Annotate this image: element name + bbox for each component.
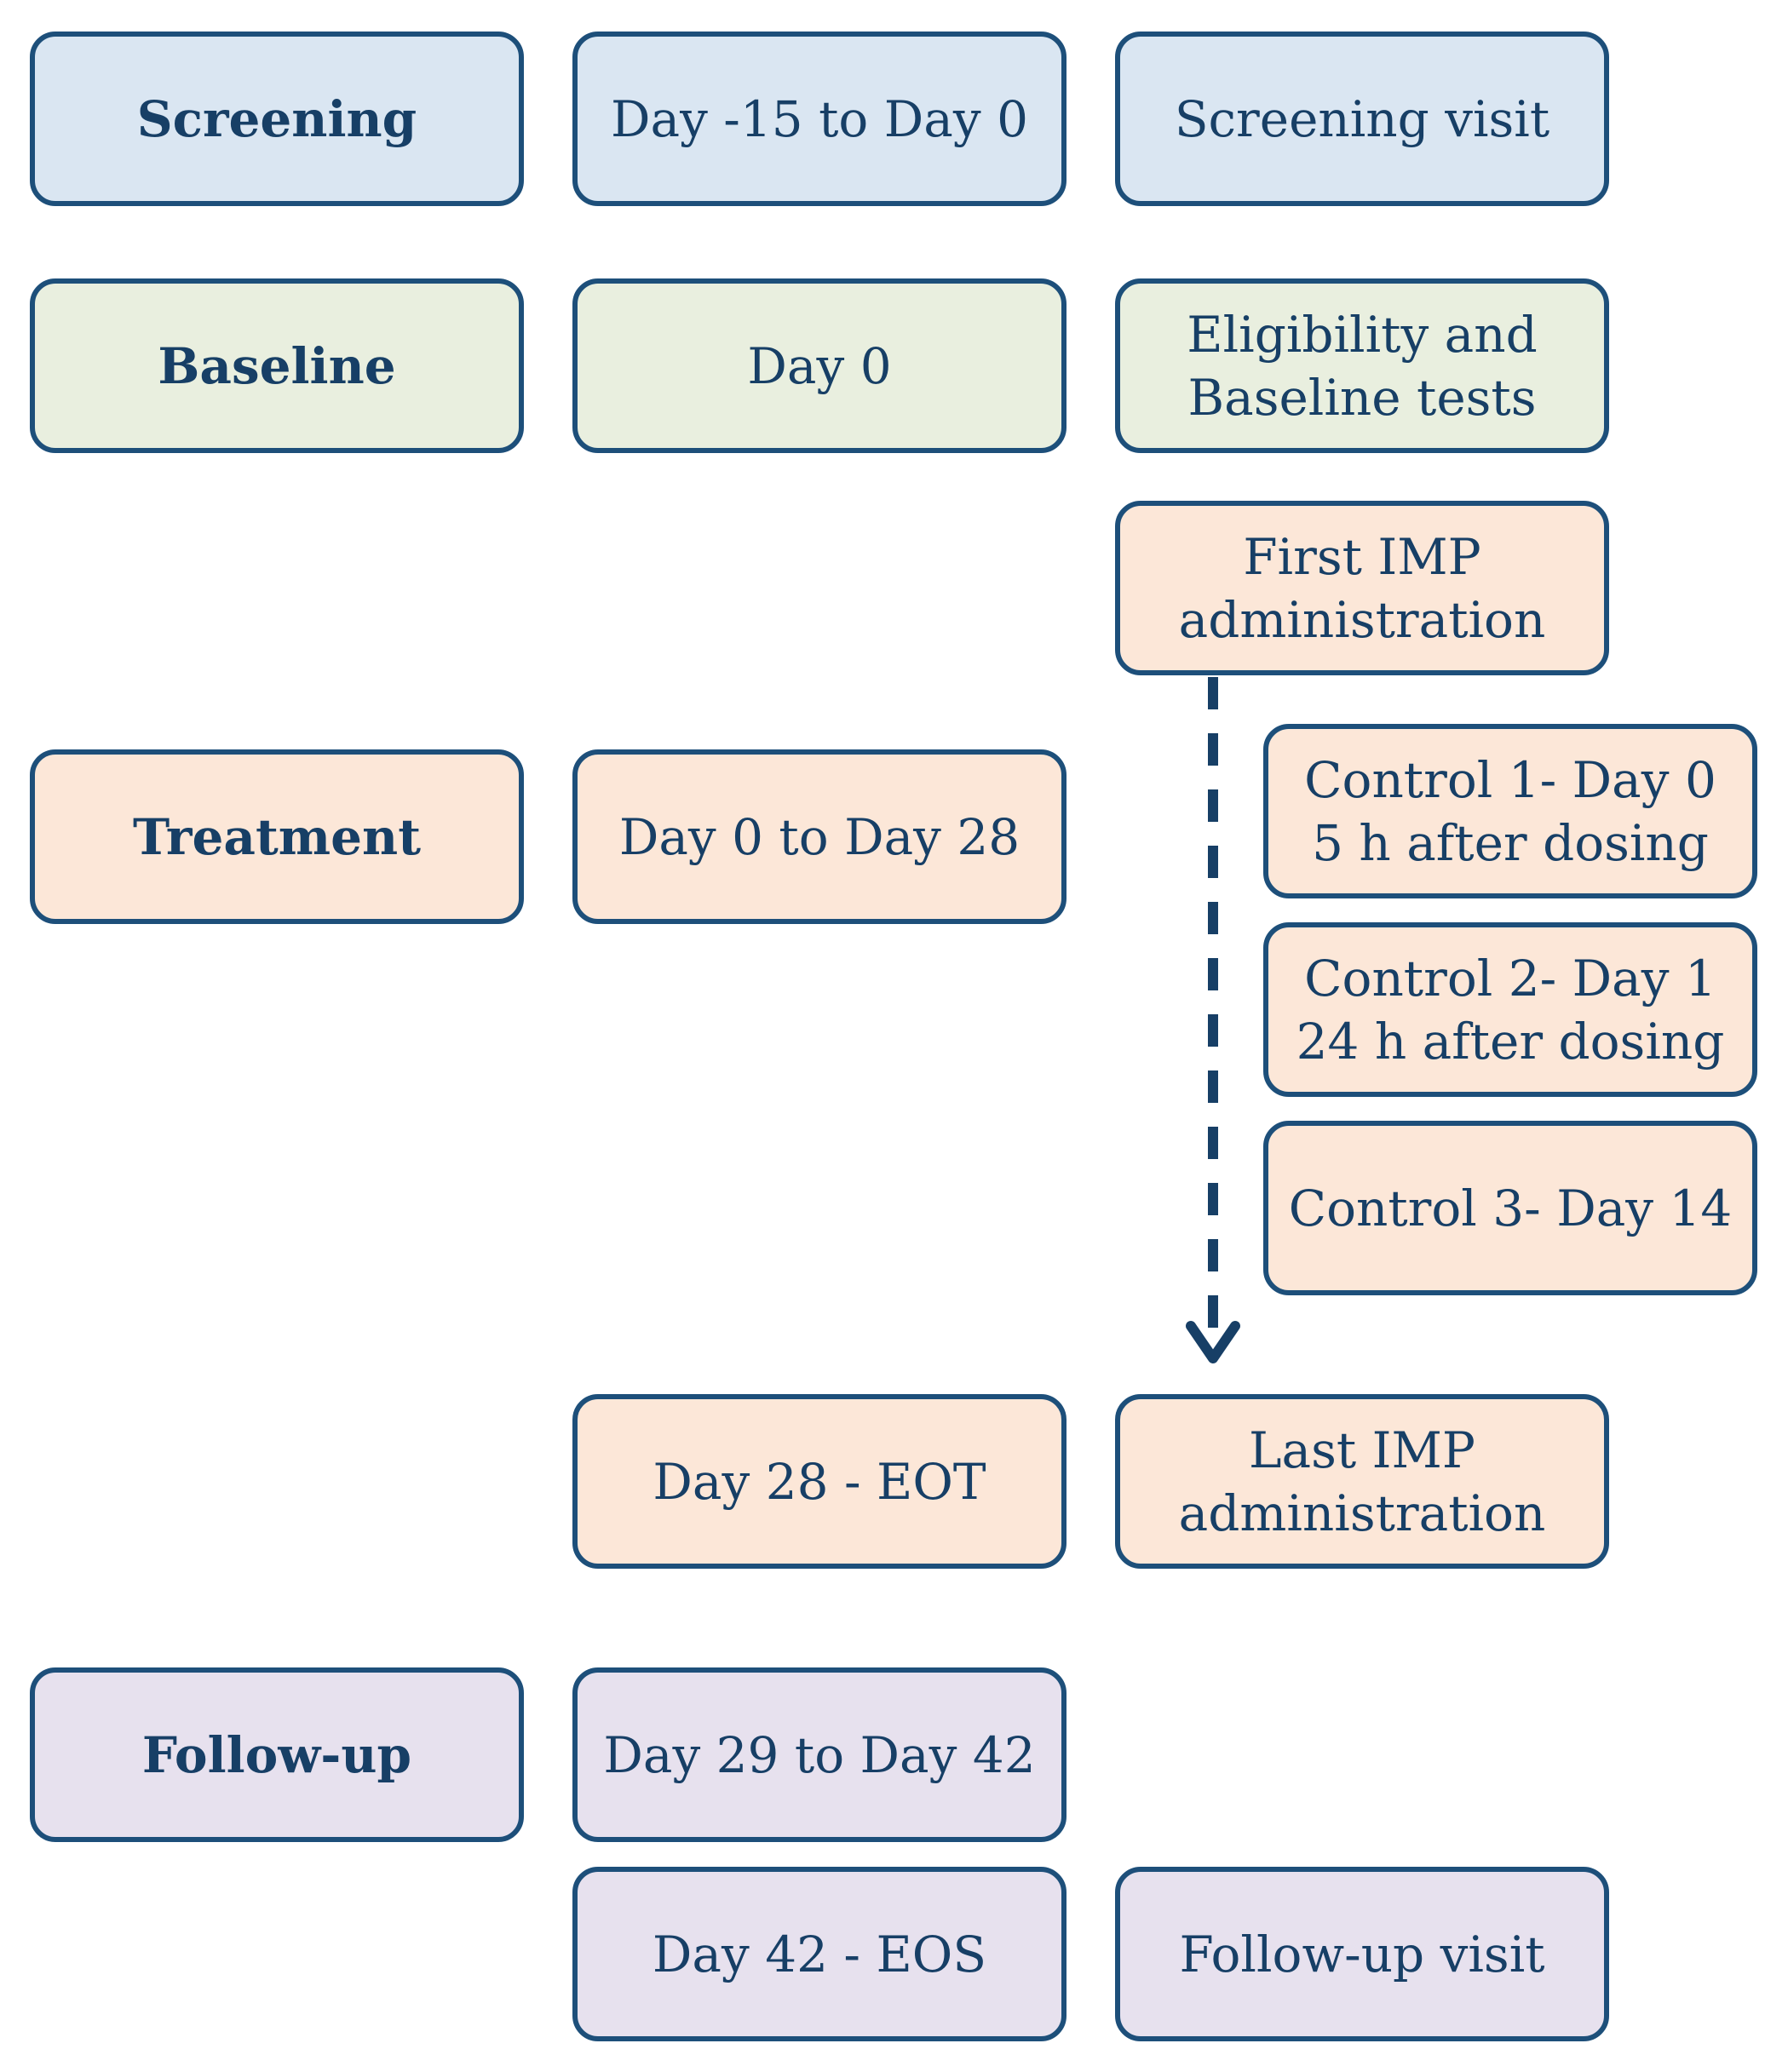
- treatment-timing-label: Day 0 to Day 28: [618, 807, 1020, 866]
- eos-timing: Day 42 - EOS: [572, 1867, 1066, 2041]
- phase-treatment-label: Treatment: [132, 807, 421, 866]
- phase-followup-label: Follow-up: [141, 1725, 412, 1784]
- screening-visit: Screening visit: [1115, 32, 1609, 206]
- treatment-timing: Day 0 to Day 28: [572, 749, 1066, 924]
- arrowhead-icon: [1186, 1321, 1240, 1363]
- eos-timing-label: Day 42 - EOS: [652, 1925, 987, 1983]
- control-2-label: Control 2- Day 1 24 h after dosing: [1296, 949, 1725, 1070]
- last-imp-administration: Last IMP administration: [1115, 1394, 1609, 1569]
- first-imp-label: First IMP administration: [1178, 527, 1546, 649]
- control-1-label: Control 1- Day 0 5 h after dosing: [1304, 750, 1716, 872]
- screening-visit-label: Screening visit: [1174, 89, 1550, 148]
- phase-treatment: Treatment: [30, 749, 524, 924]
- eot-timing: Day 28 - EOT: [572, 1394, 1066, 1569]
- phase-followup: Follow-up: [30, 1667, 524, 1842]
- phase-screening-label: Screening: [136, 89, 417, 148]
- last-imp-label: Last IMP administration: [1178, 1421, 1546, 1542]
- baseline-timing-label: Day 0: [747, 336, 892, 395]
- phase-screening: Screening: [30, 32, 524, 206]
- baseline-tests-label: Eligibility and Baseline tests: [1187, 305, 1538, 427]
- first-imp-administration: First IMP administration: [1115, 501, 1609, 675]
- screening-timing-label: Day -15 to Day 0: [611, 89, 1028, 148]
- control-1: Control 1- Day 0 5 h after dosing: [1263, 724, 1757, 898]
- control-3-label: Control 3- Day 14: [1288, 1179, 1733, 1237]
- followup-visit: Follow-up visit: [1115, 1867, 1609, 2041]
- followup-visit-label: Follow-up visit: [1179, 1925, 1545, 1983]
- baseline-tests: Eligibility and Baseline tests: [1115, 278, 1609, 453]
- phase-baseline-label: Baseline: [158, 336, 396, 395]
- phase-baseline: Baseline: [30, 278, 524, 453]
- eot-timing-label: Day 28 - EOT: [653, 1452, 986, 1511]
- baseline-timing: Day 0: [572, 278, 1066, 453]
- control-3: Control 3- Day 14: [1263, 1121, 1757, 1295]
- control-2: Control 2- Day 1 24 h after dosing: [1263, 922, 1757, 1097]
- screening-timing: Day -15 to Day 0: [572, 32, 1066, 206]
- followup-timing-label: Day 29 to Day 42: [603, 1725, 1036, 1784]
- followup-timing: Day 29 to Day 42: [572, 1667, 1066, 1842]
